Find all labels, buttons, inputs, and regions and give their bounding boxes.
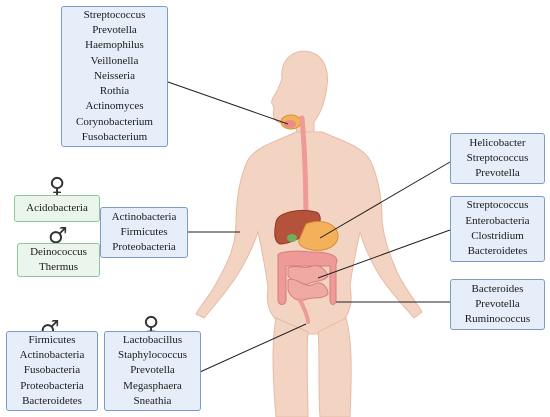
bacteria-label: Fusobacteria: [23, 364, 81, 377]
bacteria-label: Bacteroidetes: [22, 394, 82, 407]
bacteria-label: Firmicutes: [120, 225, 168, 238]
bacteria-label: Prevotella: [475, 167, 520, 180]
bacteria-label: Neisseria: [94, 69, 135, 82]
bacteria-label: Actinomyces: [85, 100, 144, 113]
genital-female-microbiota-box: Lactobacillus Staphylococcus Prevotella …: [104, 331, 201, 411]
bacteria-label: Streptococcus: [466, 199, 529, 212]
rectum: [298, 298, 310, 324]
female-symbol-icon: ♀: [49, 174, 66, 199]
bacteria-label: Proteobacteria: [20, 379, 84, 392]
bacteria-label: Rothia: [99, 85, 130, 98]
bacteria-label: Thermus: [38, 261, 79, 273]
bacteria-label: Bacteroides: [471, 282, 524, 295]
bacteria-label: Clostridium: [471, 230, 524, 242]
bacteria-label: Acidobacteria: [26, 201, 88, 214]
bacteria-label: Lactobacillus: [122, 333, 183, 346]
bacteria-label: Staphylococcus: [117, 349, 188, 362]
bacteria-label: Veillonella: [90, 54, 139, 67]
bacteria-label: Proteobacteria: [112, 241, 176, 254]
bacteria-label: Firmicutes: [28, 333, 76, 346]
tongue: [284, 120, 296, 128]
stomach: [298, 221, 339, 251]
genital-male-microbiota-box: Firmicutes Actinobacteria Fusobacteria P…: [6, 331, 98, 411]
gallbladder: [287, 234, 297, 242]
skin-male-microbiota-box: Deinococcus Thermus: [17, 243, 100, 277]
bacteria-label: Deinococcus: [30, 245, 87, 258]
bacteria-label: Megasphaera: [123, 379, 182, 392]
stomach-microbiota-box: Helicobacter Streptococcus Prevotella: [450, 133, 545, 184]
bacteria-label: Prevotella: [130, 364, 175, 377]
bacteria-label: Ruminococcus: [464, 313, 531, 326]
bacteria-label: Prevotella: [92, 23, 137, 36]
oral-microbiota-box: Streptococcus Prevotella Haemophilus Vei…: [61, 6, 168, 147]
bacteria-label: Corynobacterium: [76, 115, 153, 128]
bacteria-label: Helicobacter: [469, 136, 526, 149]
bacteria-label: Streptococcus: [466, 151, 529, 164]
bacteria-label: Prevotella: [475, 297, 520, 310]
bacteria-label: Fusobacterium: [81, 131, 148, 144]
skin-microbiota-box: Actinobacteria Firmicutes Proteobacteria: [100, 207, 188, 258]
bacteria-label: Actinobacteria: [111, 210, 177, 223]
small-intestine-microbiota-box: Streptococcus Enterobacteria Clostridium…: [450, 196, 545, 262]
bacteria-label: Haemophilus: [85, 39, 144, 52]
bacteria-label: Sneathia: [133, 394, 172, 407]
male-symbol-icon: ♂: [48, 224, 68, 249]
bacteria-label: Streptococcus: [83, 8, 146, 21]
skin-female-microbiota-box: Acidobacteria: [14, 195, 100, 222]
bacteria-label: Actinobacteria: [19, 349, 85, 362]
colon-microbiota-box: Bacteroides Prevotella Ruminococcus: [450, 279, 545, 330]
bacteria-label: Bacteroidetes: [467, 245, 528, 258]
bacteria-label: Enterobacteria: [465, 214, 530, 227]
